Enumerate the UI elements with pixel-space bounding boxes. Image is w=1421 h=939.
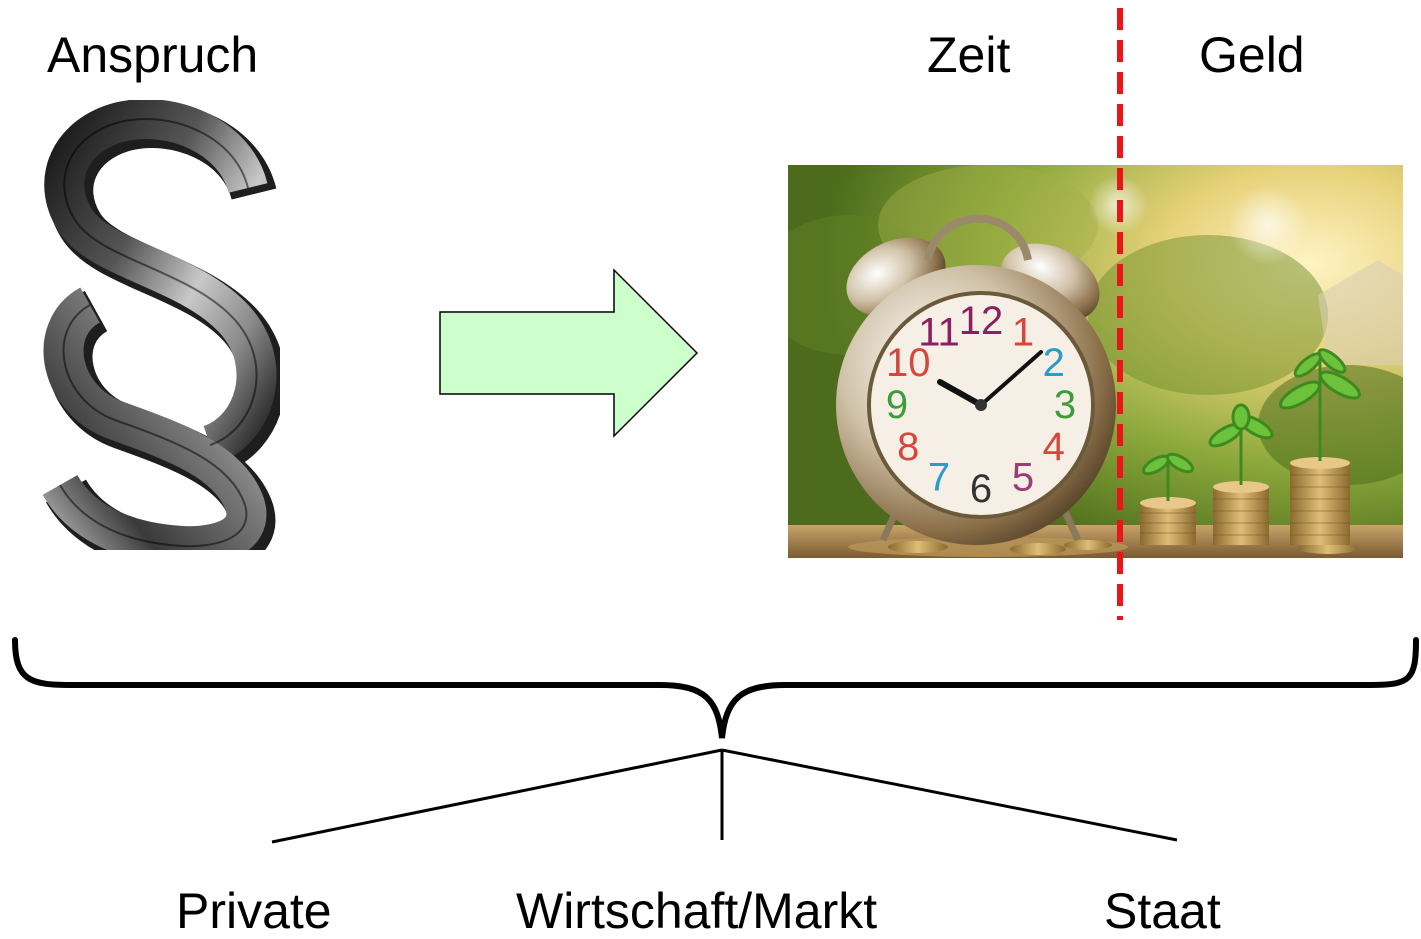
label-staat: Staat (1104, 883, 1221, 939)
label-private: Private (176, 883, 332, 939)
label-anspruch: Anspruch (47, 27, 259, 83)
clock-numeral: 10 (886, 341, 931, 385)
clock-numeral: 11 (918, 310, 960, 354)
branch-line-staat (721, 748, 1178, 842)
curly-brace (12, 637, 1419, 739)
label-wirtschaft-markt: Wirtschaft/Markt (516, 883, 878, 939)
clock-numeral: 7 (928, 456, 950, 500)
clock-numeral: 4 (1043, 425, 1065, 469)
paragraph-section-sign-icon (42, 100, 280, 550)
clock-numeral: 5 (1012, 456, 1034, 500)
right-arrow-icon (439, 268, 699, 438)
clock-numeral: 1 (1012, 310, 1034, 354)
branch-line-private (271, 748, 723, 844)
clock-numeral: 8 (897, 425, 919, 469)
label-zeit: Zeit (927, 27, 1011, 83)
clock-numeral: 2 (1043, 341, 1065, 385)
clock-numeral: 3 (1054, 383, 1076, 427)
clock-numeral: 6 (970, 467, 992, 511)
clock-numeral: 12 (959, 299, 1004, 343)
label-geld: Geld (1199, 27, 1305, 83)
clock-numeral: 9 (886, 383, 908, 427)
